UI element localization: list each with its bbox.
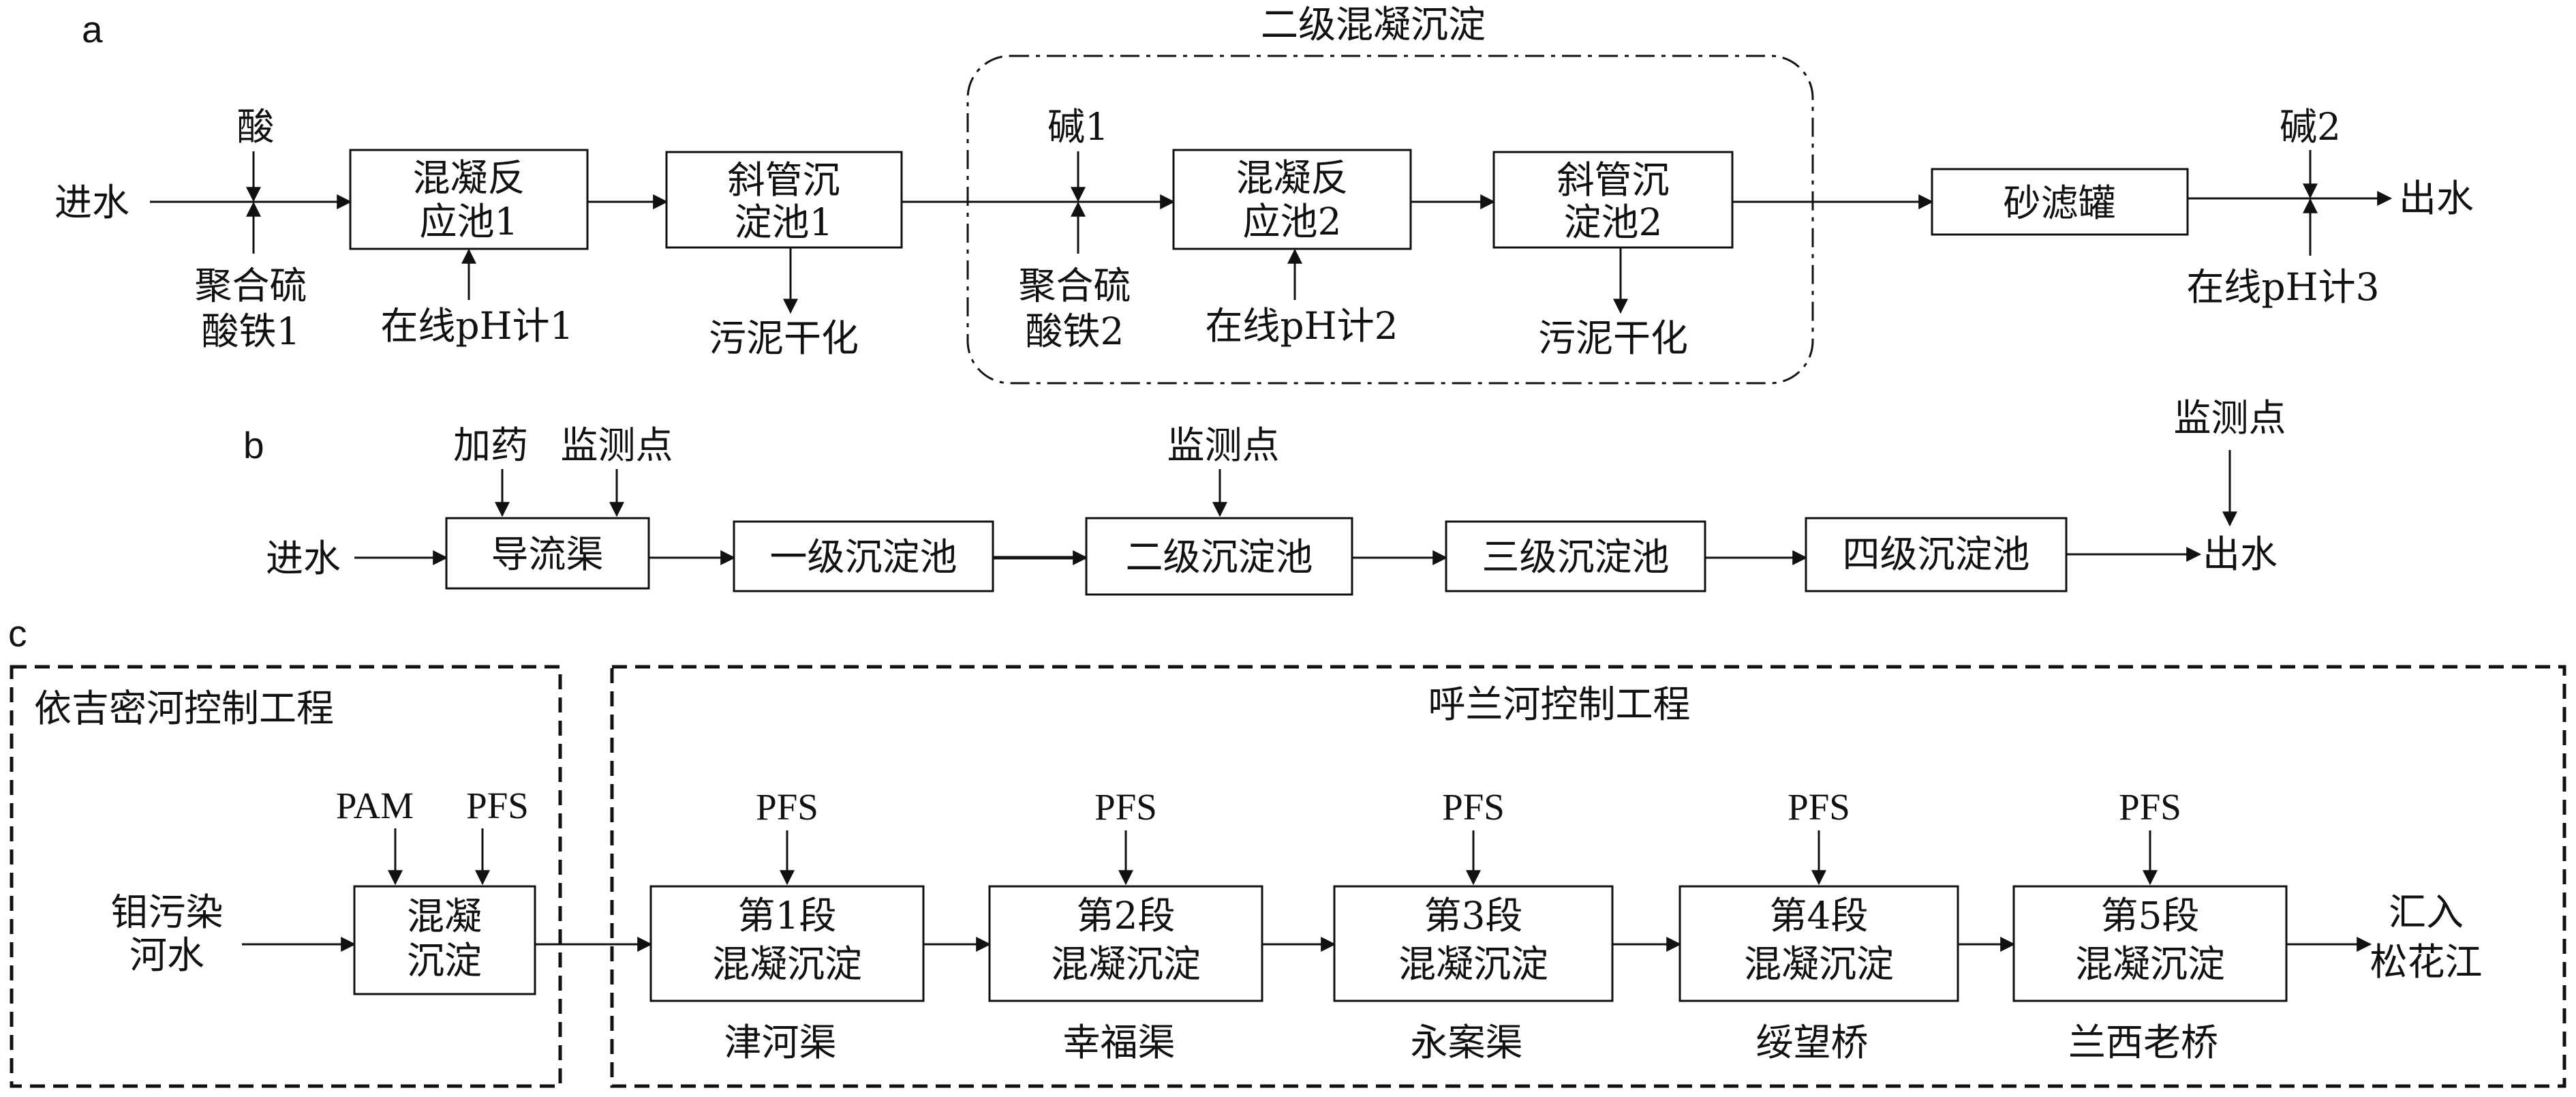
stage1-tank-label: 一级沉淀池 [769, 535, 957, 579]
segment-5-box [2012, 885, 2288, 1002]
yijimi-river-label: 依吉密河控制工程 [34, 687, 334, 730]
secondary-coagulation-label: 二级混凝沉淀 [1261, 3, 1486, 46]
pfs-label-left: PFS [466, 785, 529, 826]
pfs1-label-line2: 酸铁1 [202, 310, 301, 353]
segment-1-site: 津河渠 [724, 1021, 836, 1064]
secondary-coagulation-group [966, 55, 1814, 385]
seg1-pfs-label: PFS [756, 786, 818, 828]
sludge2-label: 污泥干化 [1538, 316, 1688, 360]
coag-unit [353, 885, 536, 995]
settler-2 [1492, 151, 1734, 249]
segment-3-title: 第3段 [1424, 894, 1523, 937]
sludge1-label: 污泥干化 [709, 316, 859, 360]
a-outlet-label: 出水 [2399, 177, 2474, 220]
yijimi-river-group [10, 665, 562, 1088]
diversion-channel [445, 517, 650, 590]
segment-1-desc: 混凝沉淀 [712, 942, 862, 986]
stage3-tank-label: 三级沉淀池 [1482, 535, 1669, 579]
segment-3-site: 永案渠 [1410, 1021, 1522, 1064]
c-outlet-line2: 松花江 [2370, 940, 2482, 984]
b-monitor1-label: 监测点 [560, 423, 673, 467]
stage2-tank-label: 二级沉淀池 [1125, 535, 1313, 579]
panel-c-label: c [8, 612, 27, 655]
segment-4-title: 第4段 [1770, 894, 1869, 937]
ph3-label: 在线pH计3 [2186, 265, 2379, 309]
stage4-tank [1805, 517, 2068, 592]
source-water-line2: 河水 [129, 933, 204, 977]
segment-5-desc: 混凝沉淀 [2075, 942, 2225, 986]
settler-1-line1: 斜管沉 [727, 158, 840, 202]
settler-1 [665, 151, 903, 249]
segment-4-site: 绥望桥 [1755, 1021, 1868, 1064]
dosing-label: 加药 [453, 423, 528, 467]
a-inlet-label: 进水 [55, 181, 129, 224]
segment-4-desc: 混凝沉淀 [1744, 942, 1894, 986]
b-outlet-label: 出水 [2203, 532, 2278, 576]
coag-tank-1-line1: 混凝反 [412, 156, 525, 200]
c-outlet-line1: 汇入 [2389, 890, 2464, 934]
pam-label: PAM [336, 785, 414, 826]
segment-2-box [988, 885, 1263, 1002]
segment-1-box [649, 885, 925, 1002]
sand-filter [1931, 168, 2189, 236]
segment-5-site: 兰西老桥 [2068, 1021, 2218, 1064]
segment-4-box [1678, 885, 1959, 1002]
seg3-pfs-label: PFS [1442, 786, 1505, 828]
stage4-tank-label: 四级沉淀池 [1842, 532, 2029, 576]
pfs1-label-line1: 聚合硫 [194, 264, 307, 307]
stage3-tank [1445, 520, 1706, 592]
acid-label: 酸 [236, 105, 274, 149]
settler-1-line2: 淀池1 [735, 200, 833, 244]
segment-3-box [1333, 885, 1614, 1002]
source-water-line1: 钼污染 [110, 890, 223, 934]
b-monitor3-label: 监测点 [2173, 396, 2286, 440]
coag-tank-2-line2: 应池2 [1243, 200, 1342, 243]
coag-unit-line1: 混凝 [407, 895, 482, 938]
panel-a-label: a [82, 8, 103, 50]
seg5-pfs-label: PFS [2119, 786, 2181, 828]
pfs2-label-line2: 酸铁2 [1026, 310, 1124, 353]
b-monitor2-label: 监测点 [1167, 423, 1279, 467]
segment-2-desc: 混凝沉淀 [1051, 942, 1201, 986]
panel-b-label: b [243, 424, 264, 466]
sand-filter-label: 砂滤罐 [2003, 181, 2115, 225]
coag-unit-line2: 沉淀 [407, 939, 482, 982]
ph1-label: 在线pH计1 [380, 304, 573, 348]
seg4-pfs-label: PFS [1788, 786, 1850, 828]
b-inlet-label: 进水 [266, 537, 341, 580]
segment-3-desc: 混凝沉淀 [1398, 942, 1548, 986]
coag-tank-1-line2: 应池1 [420, 200, 519, 243]
segment-5-title: 第5段 [2101, 894, 2200, 937]
diversion-channel-label: 导流渠 [491, 532, 603, 576]
coag-tank-1 [349, 149, 589, 250]
ph2-label: 在线pH计2 [1205, 304, 1398, 348]
base1-label: 碱1 [1047, 105, 1109, 149]
settler-2-line2: 淀池2 [1564, 200, 1663, 244]
pfs2-label-line1: 聚合硫 [1018, 264, 1131, 307]
stage2-tank [1085, 517, 1353, 596]
segment-1-title: 第1段 [738, 894, 837, 937]
hulan-river-group [610, 665, 2566, 1088]
seg2-pfs-label: PFS [1094, 786, 1157, 828]
segment-2-site: 幸福渠 [1062, 1021, 1175, 1064]
settler-2-line1: 斜管沉 [1557, 158, 1669, 202]
base2-label: 碱2 [2280, 105, 2341, 149]
coag-tank-2-line1: 混凝反 [1236, 156, 1348, 200]
hulan-river-label: 呼兰河控制工程 [1428, 682, 1690, 726]
segment-2-title: 第2段 [1077, 894, 1176, 937]
